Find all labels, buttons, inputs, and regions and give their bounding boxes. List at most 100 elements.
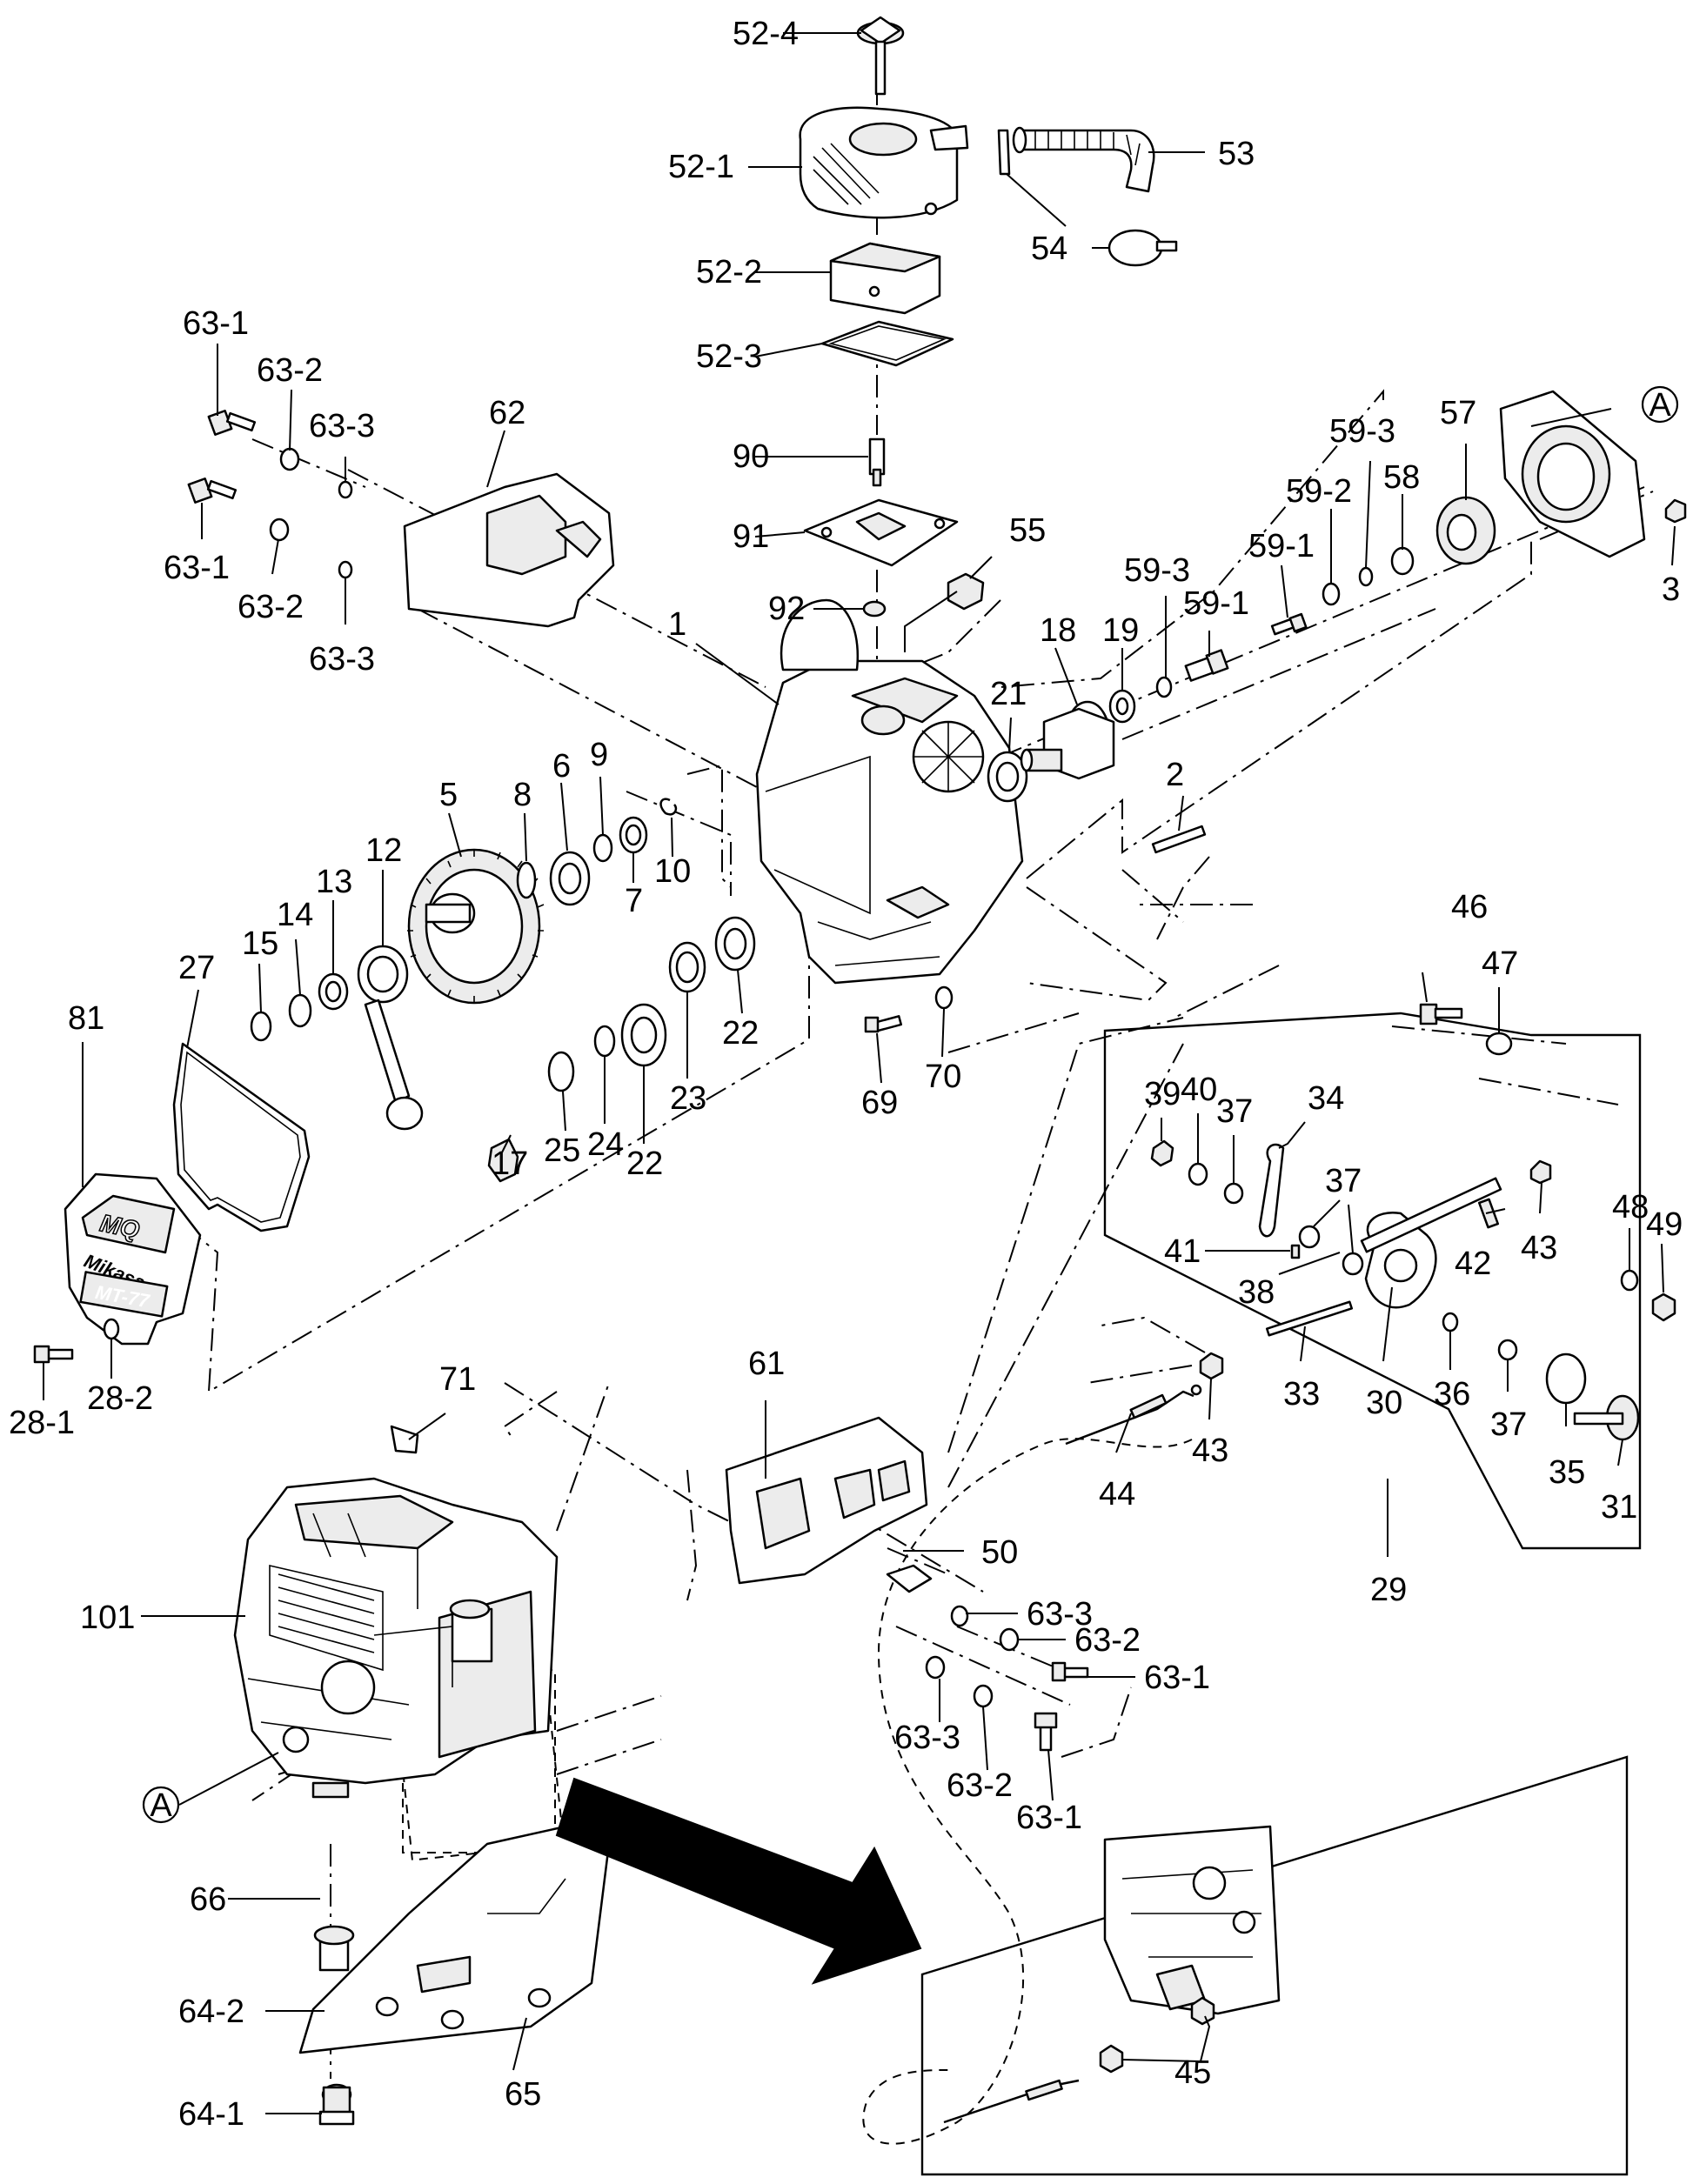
crank-gear-parts [250, 798, 954, 1183]
ring-14 [288, 993, 312, 1028]
cable-44 [1065, 1352, 1224, 1446]
shaft-33 [1265, 1300, 1354, 1337]
bearing-22-lower [620, 1003, 667, 1067]
group-outlines [920, 1012, 1642, 2176]
bearing-13 [318, 972, 349, 1011]
label-63-2-b2: 63-2 [947, 1767, 1013, 1804]
washer-48 [1620, 1269, 1639, 1292]
group-29-outline [1103, 1012, 1642, 1550]
label-36: 36 [1434, 1376, 1470, 1413]
label-42: 42 [1455, 1246, 1491, 1282]
label-48: 48 [1612, 1189, 1649, 1226]
throttle-body-30 [1360, 1177, 1502, 1309]
label-50: 50 [981, 1534, 1018, 1571]
ring-15 [250, 1011, 272, 1042]
cover-81: MQ Mikasa MT-77 [64, 1172, 202, 1346]
ring-36 [1442, 1312, 1459, 1332]
label-33: 33 [1283, 1376, 1320, 1413]
label-38: 38 [1238, 1274, 1275, 1311]
label-15: 15 [242, 925, 278, 962]
nut-40 [1188, 1162, 1208, 1186]
label-39: 39 [1144, 1076, 1181, 1112]
bearing-6 [549, 851, 591, 906]
label-65: 65 [505, 2076, 541, 2113]
plug-66 [313, 1925, 355, 1972]
label-53: 53 [1218, 136, 1255, 172]
leader-lines [43, 32, 1676, 2114]
label-12: 12 [365, 832, 402, 869]
gasket-27 [172, 1042, 311, 1232]
label-63-1-top: 63-1 [183, 305, 249, 342]
air-cleaner-assembly [799, 16, 985, 618]
label-57: 57 [1440, 395, 1476, 431]
label-7: 7 [625, 883, 643, 919]
throttle-lever-assembly [1150, 1003, 1676, 1441]
washer-37c [1342, 1252, 1364, 1276]
o-ring-35 [1545, 1352, 1587, 1405]
label-63-2-top: 63-2 [257, 352, 323, 389]
nut-43-upper [1529, 1159, 1552, 1185]
label-22-upper: 22 [722, 1015, 759, 1052]
base-plate-91 [803, 498, 959, 567]
ring-23 [668, 941, 706, 993]
filter-element-52-2 [829, 242, 941, 315]
label-30: 30 [1366, 1385, 1402, 1421]
fasteners-63-lower [925, 1605, 1089, 1752]
label-9: 9 [590, 737, 608, 773]
label-59-2: 59-2 [1286, 473, 1352, 510]
marker-A-top: A [1641, 385, 1679, 424]
label-64-1: 64-1 [178, 2096, 244, 2133]
snap-ring-8 [516, 861, 537, 899]
washer-37a [1223, 1182, 1244, 1205]
label-45: 45 [1174, 2054, 1211, 2091]
governor-parts [987, 390, 1687, 803]
washer-70 [934, 985, 954, 1010]
stud-2 [1151, 825, 1207, 854]
part-labels: 52-4 52-1 53 54 52-2 52-3 90 91 92 55 63… [9, 16, 1683, 2133]
label-37-b: 37 [1325, 1163, 1362, 1199]
label-46: 46 [1451, 889, 1488, 925]
label-63-3-top: 63-3 [309, 408, 375, 444]
label-23: 23 [670, 1080, 706, 1117]
stud-90 [868, 437, 886, 487]
housing-flange [1499, 390, 1646, 558]
label-17: 17 [492, 1145, 528, 1182]
clutch-57 [1435, 496, 1496, 565]
label-25: 25 [544, 1132, 580, 1169]
label-3: 3 [1662, 571, 1680, 608]
label-59-1-right: 59-1 [1183, 585, 1249, 622]
label-43-upper: 43 [1521, 1230, 1557, 1266]
label-22-lower: 22 [626, 1145, 663, 1182]
nut-39 [1150, 1139, 1174, 1167]
bearing-22-upper [714, 916, 756, 972]
engine-101 [233, 1477, 559, 1799]
label-37-c: 37 [1490, 1406, 1527, 1443]
label-27: 27 [178, 950, 215, 986]
bolt-46 [1419, 1003, 1463, 1025]
nut-45b [1190, 1996, 1215, 2026]
label-19: 19 [1102, 612, 1139, 649]
nut-49 [1651, 1292, 1676, 1322]
label-63-3-b1: 63-3 [1027, 1596, 1093, 1633]
label-34: 34 [1308, 1080, 1344, 1117]
pin-41 [1290, 1244, 1301, 1259]
label-52-4: 52-4 [733, 16, 799, 52]
label-59-3-mid: 59-3 [1124, 552, 1190, 589]
detail-arrow [555, 1777, 922, 1985]
grommet-92 [862, 600, 887, 618]
label-10: 10 [654, 853, 691, 890]
inset-detail-frame [920, 1755, 1629, 2176]
knob-52-4 [856, 16, 905, 96]
bracket-61 [725, 1416, 928, 1585]
washer-37d [1497, 1339, 1518, 1361]
svg-text:A: A [150, 1787, 172, 1824]
label-62: 62 [489, 395, 525, 431]
nut-3 [1664, 498, 1687, 524]
label-41: 41 [1164, 1233, 1201, 1270]
nut-43-lower [1199, 1352, 1224, 1380]
label-90: 90 [733, 438, 769, 475]
marker-A-bottom: A [142, 1786, 180, 1824]
label-92: 92 [768, 591, 805, 627]
snap-ring-10 [659, 798, 678, 816]
